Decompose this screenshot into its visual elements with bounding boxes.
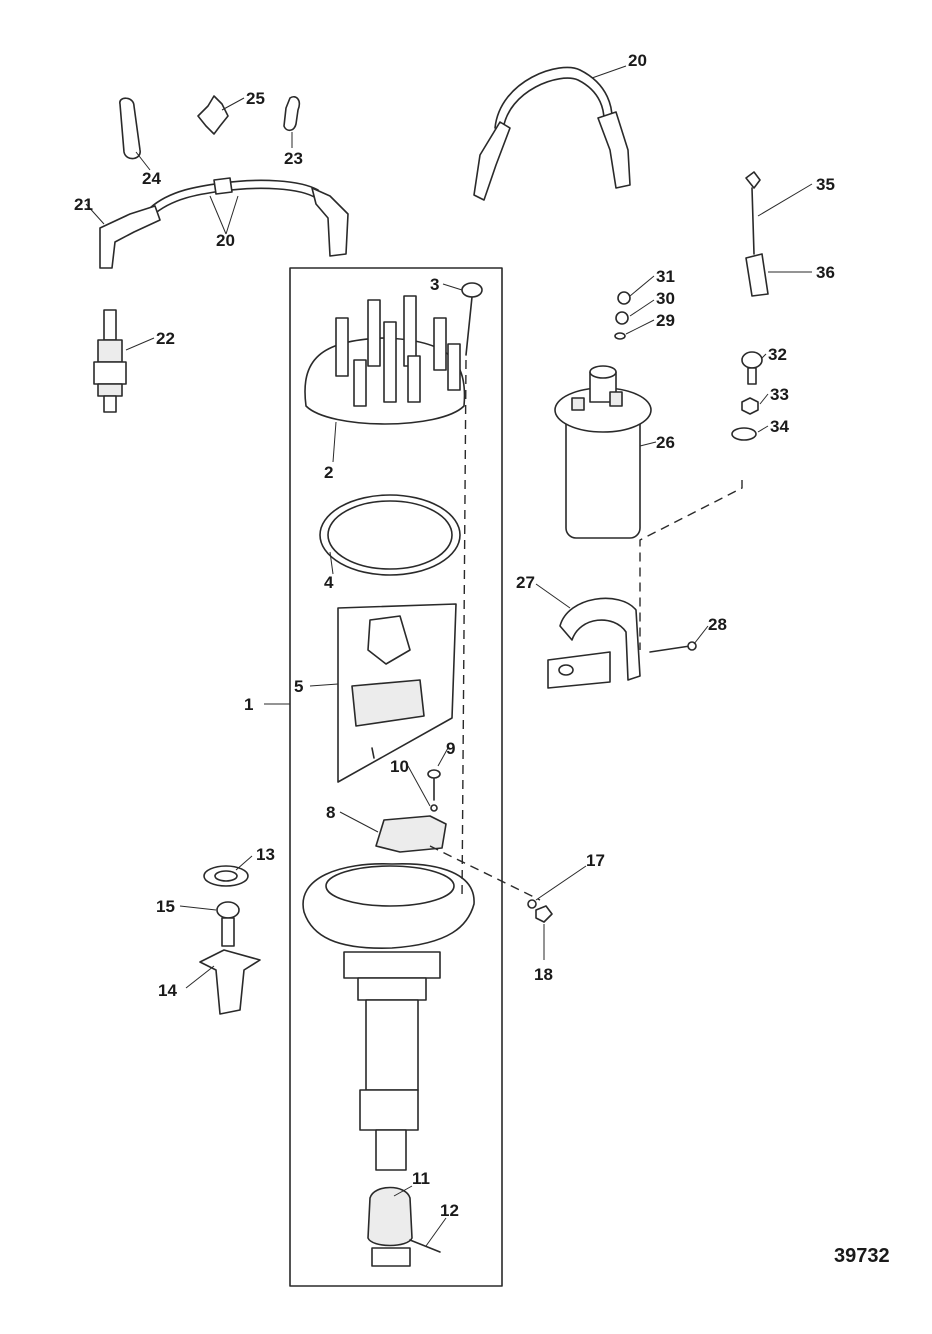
callout-25: 25 [246,89,265,108]
callout-26: 26 [656,433,675,452]
rotor-kit [337,603,457,783]
cap-gasket [319,494,461,576]
callout-20-left: 20 [216,231,235,250]
callout-10: 10 [390,757,409,776]
callout-27: 27 [516,573,535,592]
spark-plug [93,309,127,413]
callout-22: 22 [156,329,175,348]
wire-separator-25 [197,95,229,135]
callout-13: 13 [256,845,275,864]
callout-34: 34 [770,417,789,436]
callout-20-top: 20 [628,51,647,70]
callout-32: 32 [768,345,787,364]
wire-clip-24 [119,97,141,160]
callout-9: 9 [446,739,455,758]
spark-plug-wire-long [473,66,631,201]
wire-harness-35 [745,171,761,255]
callout-11: 11 [412,1169,430,1188]
callout-36: 36 [816,263,835,282]
callout-17: 17 [586,851,605,870]
callout-30: 30 [656,289,675,308]
callout-8: 8 [326,803,335,822]
nut-31 [617,291,631,305]
callout-23: 23 [284,149,303,168]
callout-12: 12 [440,1201,459,1220]
callout-14: 14 [158,981,177,1000]
washer-30 [615,311,629,325]
callout-18: 18 [534,965,553,984]
drive-gear [367,1186,441,1267]
washer-29 [614,332,626,340]
callout-21: 21 [74,195,93,214]
wire-clip-36 [745,253,769,297]
coil-bracket [547,597,641,689]
callout-35: 35 [816,175,835,194]
callout-24: 24 [142,169,161,188]
callout-28: 28 [708,615,727,634]
washer-13 [203,865,249,887]
nut-17 [527,899,537,909]
screw-28 [649,645,691,653]
callout-33: 33 [770,385,789,404]
nut-33 [741,397,759,415]
nut-18 [535,905,553,923]
cap-screw [461,282,483,356]
ignition-coil [554,365,652,539]
figure-number: 39732 [834,1245,890,1267]
callout-31: 31 [656,267,675,286]
leader-lines [85,65,813,1247]
callout-1: 1 [244,695,253,714]
screw-32 [741,351,763,385]
distributor-housing [302,863,475,1171]
callout-5: 5 [294,677,303,696]
ignition-module [375,769,447,853]
callout-3: 3 [430,275,439,294]
callout-15: 15 [156,897,175,916]
callout-2: 2 [324,463,333,482]
distributor-cap [304,295,466,425]
distributor-assembly-frame [289,267,503,1287]
hold-down-bolt [216,901,240,947]
callout-29: 29 [656,311,675,330]
callout-labels: 1 2 3 4 5 8 9 10 11 12 13 14 15 17 18 20… [74,51,835,1220]
wire-clip-23 [283,95,301,132]
spark-plug-wire-short [99,177,349,269]
washer-34 [731,427,757,441]
callout-4: 4 [324,573,334,592]
hold-down-clamp [199,949,261,1015]
